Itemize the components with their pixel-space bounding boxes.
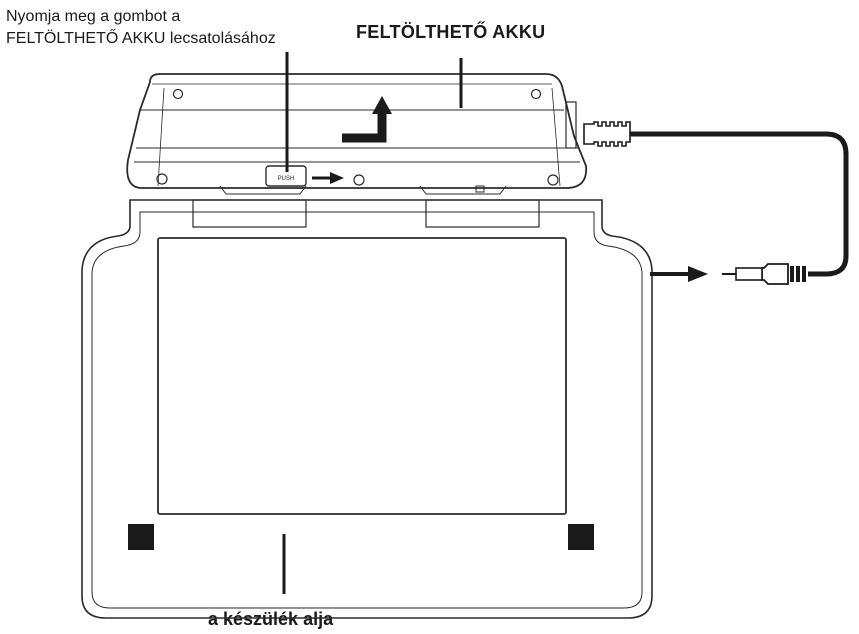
release-button-instruction: Nyomja meg a gombot a FELTÖLTHETŐ AKKU l… [6, 6, 276, 50]
battery-label: FELTÖLTHETŐ AKKU [356, 22, 546, 42]
charging-cable [583, 121, 849, 277]
device-underside [81, 199, 653, 619]
release-instruction-line-2: FELTÖLTHETŐ AKKU lecsatolásához [6, 30, 276, 47]
release-button-text: PUSH [278, 176, 295, 182]
slide-direction-arrow-icon [312, 172, 344, 184]
release-button: PUSH [265, 165, 307, 187]
device-underside-label: a készülék alja [208, 609, 334, 629]
rubber-foot-right [568, 524, 594, 550]
insert-direction-arrow-icon [650, 266, 708, 282]
rubber-foot-left [128, 524, 154, 550]
battery-pack [126, 73, 588, 195]
lift-direction-arrow-icon [342, 96, 392, 143]
dc-plug-icon [722, 263, 806, 285]
release-instruction-line-1: Nyomja meg a gombot a [6, 8, 181, 25]
